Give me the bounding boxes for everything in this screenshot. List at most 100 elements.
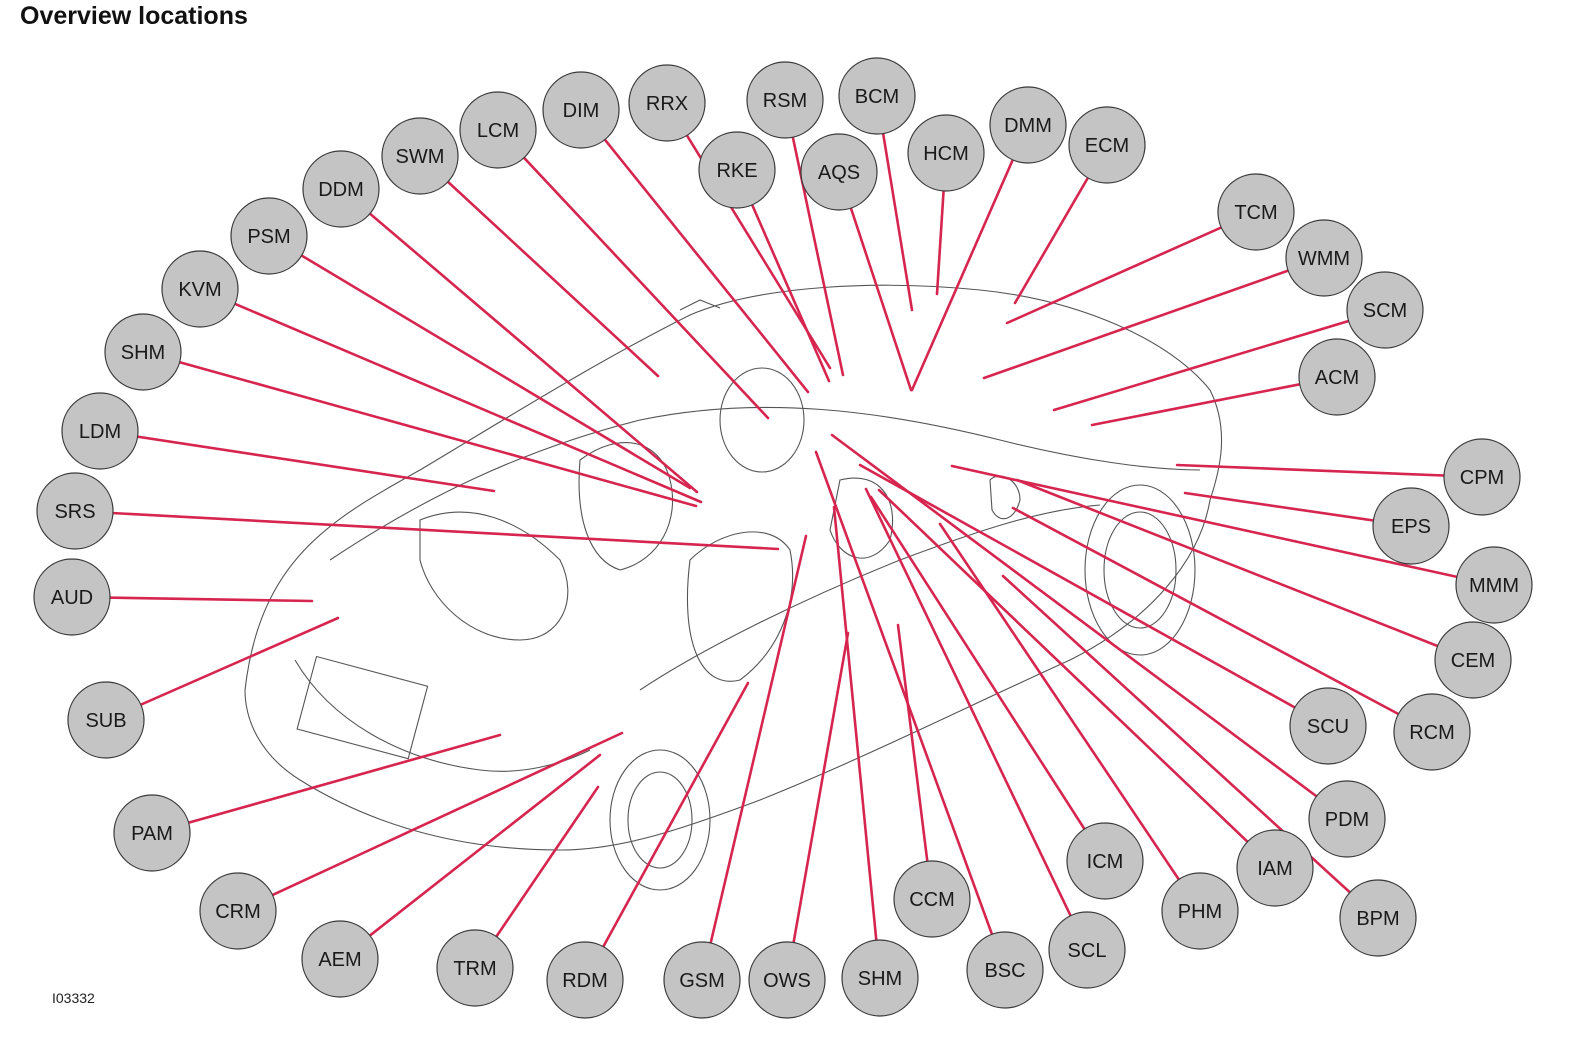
badge-label: TCM <box>1234 202 1277 224</box>
badge-label: AQS <box>818 162 860 184</box>
module-badge-cem-25: CEM <box>1434 621 1512 699</box>
leader-line-scu-27 <box>858 463 1330 728</box>
badge-circle <box>1048 911 1126 989</box>
badge-label: BPM <box>1356 908 1399 930</box>
badge-label: SCM <box>1363 300 1407 322</box>
leader-line-dim-0 <box>579 108 810 394</box>
leader-line-acm-18 <box>1090 375 1339 427</box>
badge-circle <box>113 794 191 872</box>
leader-line-kvm-15 <box>198 287 703 504</box>
leader-line-gsm-40 <box>700 534 808 982</box>
module-badge-shm-42: SHM <box>841 939 919 1017</box>
badge-circle <box>161 250 239 328</box>
badge-label: PHM <box>1178 901 1222 923</box>
badge-circle <box>800 133 878 211</box>
badge-label: CPM <box>1460 467 1504 489</box>
badge-label: EPS <box>1391 516 1431 538</box>
badge-circle <box>893 860 971 938</box>
module-badge-cpm-20: CPM <box>1443 438 1521 516</box>
leader-line-iam-32 <box>877 488 1277 870</box>
badge-circle <box>698 131 776 209</box>
module-badge-rke-6: RKE <box>698 131 776 209</box>
badge-label: ECM <box>1085 135 1129 157</box>
badge-label: WMM <box>1298 248 1350 270</box>
page-title: Overview locations <box>20 2 248 30</box>
module-badge-phm-35: PHM <box>1161 872 1239 950</box>
badge-circle <box>1308 780 1386 858</box>
badge-label: PDM <box>1325 809 1369 831</box>
badge-circle <box>1298 338 1376 416</box>
badge-label: AEM <box>318 949 361 971</box>
badge-circle <box>302 150 380 228</box>
badge-label: RKE <box>716 160 757 182</box>
leader-line-swm-5 <box>418 154 660 378</box>
badge-circle <box>33 558 111 636</box>
module-badge-ldm-19: LDM <box>61 392 139 470</box>
module-badge-psm-12: PSM <box>230 197 308 275</box>
badge-label: SWM <box>396 146 445 168</box>
module-badge-ows-41: OWS <box>748 941 826 1019</box>
module-badge-dim-0: DIM <box>542 71 620 149</box>
module-badge-pam-30: PAM <box>113 794 191 872</box>
badge-circle <box>1285 219 1363 297</box>
module-badge-iam-32: IAM <box>1236 829 1314 907</box>
badge-label: CCM <box>909 889 955 911</box>
badge-circle <box>459 91 537 169</box>
badge-circle <box>841 939 919 1017</box>
leader-line-aem-37 <box>338 753 602 961</box>
leader-line-ddm-11 <box>339 187 699 494</box>
badge-label: PAM <box>131 823 173 845</box>
badge-circle <box>966 931 1044 1009</box>
badge-circle <box>1443 438 1521 516</box>
leader-line-mmm-23 <box>950 464 1496 587</box>
badge-label: LCM <box>477 120 519 142</box>
badge-label: SRS <box>54 501 95 523</box>
figure-id: I03332 <box>52 990 95 1006</box>
badge-label: BSC <box>984 960 1025 982</box>
leader-line-dmm-9 <box>910 123 1030 392</box>
badge-circle <box>1346 271 1424 349</box>
leader-line-sub-26 <box>104 616 340 722</box>
module-badge-scm-16: SCM <box>1346 271 1424 349</box>
leader-line-tcm-13 <box>1005 210 1258 325</box>
badge-circle <box>1066 822 1144 900</box>
badge-circle <box>542 71 620 149</box>
module-badge-bpm-36: BPM <box>1339 879 1417 957</box>
leader-line-psm-12 <box>267 234 692 490</box>
module-badge-aem-37: AEM <box>301 920 379 998</box>
leader-line-ccm-34 <box>896 623 934 901</box>
module-badge-trm-38: TRM <box>436 929 514 1007</box>
badge-circle <box>1068 106 1146 184</box>
badge-circle <box>1236 829 1314 907</box>
badge-label: DIM <box>563 100 600 122</box>
badge-label: SHM <box>121 342 165 364</box>
badge-label: LDM <box>79 421 121 443</box>
badge-circle <box>748 941 826 1019</box>
badge-label: RSM <box>763 90 807 112</box>
badge-circle <box>663 941 741 1019</box>
badge-circle <box>61 392 139 470</box>
module-badge-tcm-13: TCM <box>1217 173 1295 251</box>
module-badge-bcm-3: BCM <box>838 57 916 135</box>
module-badge-srs-21: SRS <box>36 472 114 550</box>
badge-label: ACM <box>1315 367 1359 389</box>
badge-label: AUD <box>51 587 93 609</box>
module-badge-bsc-43: BSC <box>966 931 1044 1009</box>
leader-line-crm-33 <box>236 731 624 913</box>
badge-circle <box>301 920 379 998</box>
badge-circle <box>230 197 308 275</box>
badge-circle <box>1217 173 1295 251</box>
badge-circle <box>1339 879 1417 957</box>
leader-line-rcm-28 <box>1011 506 1434 734</box>
badge-label: GSM <box>679 970 725 992</box>
leader-line-scl-44 <box>864 487 1089 952</box>
badge-label: DDM <box>318 179 364 201</box>
badge-circle <box>628 64 706 142</box>
badge-label: SHM <box>858 968 902 990</box>
module-badge-kvm-15: KVM <box>161 250 239 328</box>
badge-label: RRX <box>646 93 688 115</box>
car-outline-drawing <box>244 284 1223 891</box>
module-badge-wmm-14: WMM <box>1285 219 1363 297</box>
badge-label: OWS <box>763 970 811 992</box>
